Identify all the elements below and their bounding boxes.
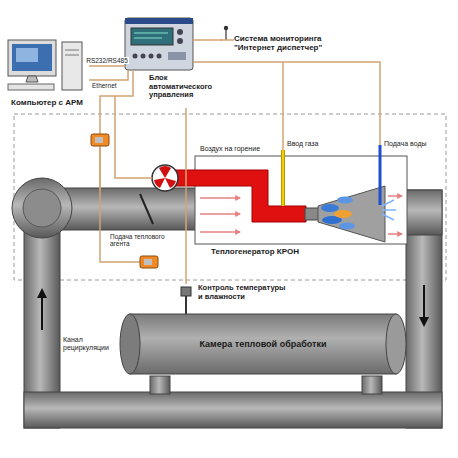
generator-box — [195, 156, 407, 244]
annotation-label: Подача теплового агента — [110, 233, 174, 248]
equipment-node: Компьютер с АРМ — [5, 36, 89, 132]
dashed-region — [14, 114, 446, 280]
water-spray — [382, 200, 396, 220]
antenna-icon — [224, 26, 228, 40]
chamber-cylinder: Камера тепловой обработки — [118, 310, 408, 378]
annotation-label: Воздух на горение — [200, 145, 278, 153]
signal-wire — [185, 108, 187, 284]
annotation-label: Ethernet — [92, 82, 128, 89]
equipment-node: Блок автоматического управления — [125, 18, 220, 108]
node-text: Блок автоматического управления — [149, 74, 220, 100]
annotation-label: Канал рециркуляции — [63, 336, 119, 352]
controller-device — [125, 18, 193, 70]
edge-label: RS232/RS485 — [85, 57, 129, 64]
fan — [152, 165, 178, 191]
water-pipe — [379, 145, 382, 205]
control-wire — [89, 40, 380, 262]
node-text: Теплогенератор КРОН — [211, 247, 401, 256]
gas-pipe — [282, 150, 284, 206]
damper-blade — [140, 194, 153, 224]
node-text: Система мониторинга "Интернет диспетчер" — [234, 34, 364, 52]
annotation-label: Ввод газа — [287, 140, 347, 148]
equipment-node: Контроль температуры и влажности — [178, 284, 290, 308]
node-text: Камера тепловой обработки — [140, 339, 386, 349]
signal-wire — [220, 39, 234, 41]
equipment-node: Теплогенератор КРОН — [195, 156, 407, 260]
damper-actuator — [91, 134, 158, 268]
computer-icon — [8, 40, 82, 90]
signal-wire — [89, 65, 125, 67]
burner — [305, 186, 385, 242]
annotation-label: Подача воды — [384, 140, 446, 148]
node-text: Контроль температуры и влажности — [198, 284, 290, 301]
node-text: Компьютер с АРМ — [5, 98, 89, 107]
sensor-icon — [181, 287, 191, 318]
equipment-node: Система мониторинга "Интернет диспетчер" — [234, 34, 364, 56]
flow-arrow — [423, 285, 425, 325]
flow-arrow — [41, 290, 43, 330]
gas-pipe — [281, 150, 285, 206]
